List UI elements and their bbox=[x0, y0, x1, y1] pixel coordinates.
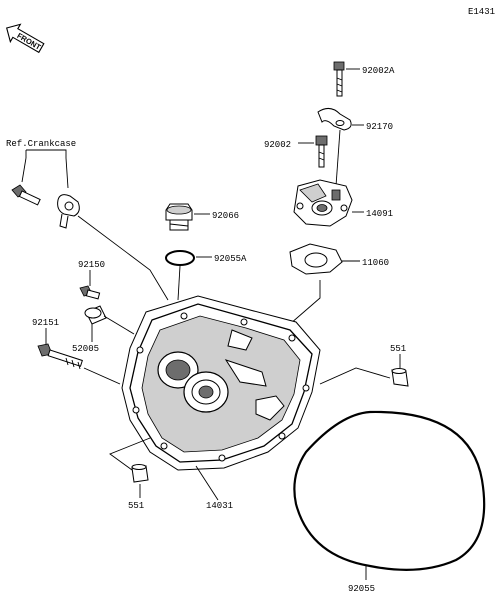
leader-92170-down bbox=[335, 129, 341, 187]
bolt-92002a bbox=[333, 61, 345, 97]
label-92170: 92170 bbox=[366, 122, 393, 132]
label-14091: 14091 bbox=[366, 209, 393, 219]
ref-bracket-line bbox=[25, 149, 67, 158]
clutch-cover-14031 bbox=[121, 295, 321, 471]
leader-14031 bbox=[195, 465, 219, 501]
label-551-right: 551 bbox=[390, 344, 406, 354]
label-11060: 11060 bbox=[362, 258, 389, 268]
clamp-92170 bbox=[317, 108, 352, 131]
ref-crankcase-label: Ref.Crankcase bbox=[6, 139, 76, 149]
diagram-code: E1431 bbox=[468, 7, 495, 17]
ref-to-cover-line bbox=[77, 215, 169, 301]
bolt-92002 bbox=[315, 135, 328, 168]
dowel-551-bottom bbox=[131, 464, 149, 483]
collar-52005 bbox=[84, 305, 107, 325]
front-arrow-icon: FRONT bbox=[6, 23, 45, 54]
bolt-92151 bbox=[37, 343, 83, 370]
gasket-11060 bbox=[289, 243, 343, 275]
crankcase-dowel-bracket bbox=[57, 194, 80, 229]
leader-11060-down bbox=[289, 280, 321, 325]
bolt-92150 bbox=[79, 285, 101, 300]
dowel-551-right bbox=[391, 368, 409, 387]
label-92055: 92055 bbox=[348, 584, 375, 594]
label-92151: 92151 bbox=[32, 318, 59, 328]
label-92150: 92150 bbox=[78, 260, 105, 270]
label-92066: 92066 bbox=[212, 211, 239, 221]
oring-92055a bbox=[165, 250, 195, 266]
leader-92055a-down bbox=[177, 265, 181, 301]
crankcase-bolt bbox=[11, 184, 41, 206]
housing-14091 bbox=[293, 179, 353, 227]
dowel-right-to-cover-line bbox=[319, 367, 391, 385]
label-92055a: 92055A bbox=[214, 254, 247, 264]
label-92002a: 92002A bbox=[362, 66, 395, 76]
label-551-bottom: 551 bbox=[128, 501, 144, 511]
ref-leader-lines bbox=[21, 157, 69, 189]
label-52005: 52005 bbox=[72, 344, 99, 354]
plug-92066 bbox=[165, 203, 193, 231]
bolt-to-cover-line bbox=[83, 367, 121, 385]
collar-to-cover-line bbox=[103, 315, 135, 335]
dowel-bottom-to-cover-line bbox=[109, 437, 151, 471]
label-92002: 92002 bbox=[264, 140, 291, 150]
label-14031: 14031 bbox=[206, 501, 233, 511]
oring-92055 bbox=[293, 410, 486, 571]
